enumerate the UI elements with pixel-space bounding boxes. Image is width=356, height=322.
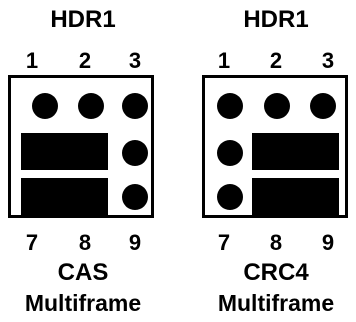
pin-2: [78, 93, 104, 119]
pin-label-2: 2: [269, 48, 283, 73]
pin-9: [122, 184, 148, 210]
jumper-shunt-pins-5-6: [252, 133, 339, 170]
pin-label-8: 8: [269, 230, 283, 255]
config-label-line1: CAS: [57, 259, 109, 286]
pin-label-9: 9: [128, 230, 142, 255]
config-label-line2: Multiframe: [24, 290, 142, 316]
pin-label-1: 1: [25, 48, 39, 73]
header-title: HDR1: [243, 6, 309, 33]
pin-2: [264, 93, 290, 119]
pin-label-3: 3: [321, 48, 335, 73]
config-label-line1: CRC4: [243, 259, 309, 286]
pin-label-9: 9: [321, 230, 335, 255]
pin-3: [122, 93, 148, 119]
pin-label-1: 1: [217, 48, 231, 73]
pin-6: [122, 140, 148, 166]
pin-label-7: 7: [25, 230, 39, 255]
jumper-shunt-pins-4-5: [21, 133, 108, 170]
jumper-block: [8, 75, 154, 218]
jumper-shunt-pins-8-9: [252, 178, 339, 215]
config-label-line2: Multiframe: [217, 290, 335, 316]
jumper-shunt-pins-7-8: [21, 178, 108, 215]
pin-3: [310, 93, 336, 119]
pin-7: [217, 184, 243, 210]
pin-1: [32, 93, 58, 119]
pin-label-7: 7: [217, 230, 231, 255]
pin-label-2: 2: [78, 48, 92, 73]
header-title: HDR1: [50, 6, 116, 33]
pin-1: [217, 93, 243, 119]
pin-4: [217, 140, 243, 166]
jumper-block: [202, 75, 348, 218]
pin-label-8: 8: [78, 230, 92, 255]
pin-label-3: 3: [128, 48, 142, 73]
